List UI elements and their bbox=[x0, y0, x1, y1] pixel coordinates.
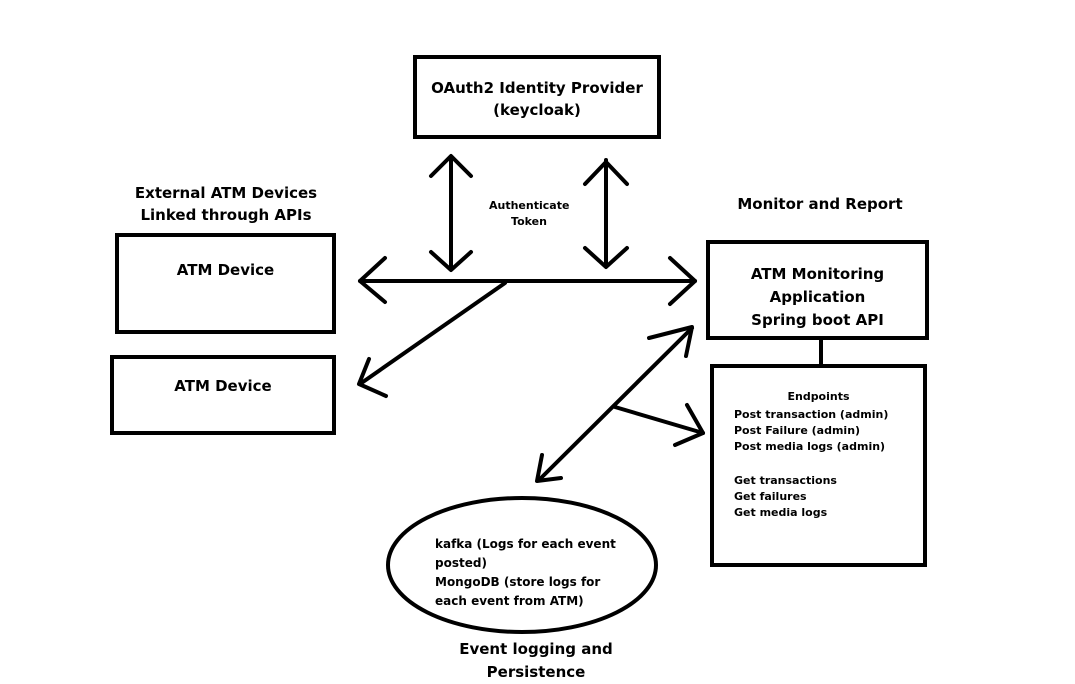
endpoints-title: Endpoints bbox=[787, 390, 850, 403]
monitoring-app-line2: Application bbox=[769, 288, 866, 306]
monitoring-app-line3: Spring boot API bbox=[751, 311, 884, 329]
authenticate-token-label: Authenticate Token bbox=[489, 198, 569, 230]
auth-arrow-right-head-bottom bbox=[583, 246, 629, 269]
bus-right-arrowhead bbox=[668, 256, 697, 306]
external-devices-heading: External ATM Devices Linked through APIs bbox=[121, 182, 331, 226]
atm-device-1-label: ATM Device bbox=[176, 261, 275, 279]
monitoring-app-line1: ATM Monitoring bbox=[750, 265, 885, 283]
kafka-line1: kafka (Logs for each event bbox=[435, 537, 616, 551]
auth-arrow-left-head-top bbox=[429, 154, 473, 178]
kafka-line2: posted) bbox=[435, 556, 487, 570]
external-heading-line2: Linked through APIs bbox=[140, 206, 312, 224]
mongo-line2: each event from ATM) bbox=[435, 594, 584, 608]
mongo-line1: MongoDB (store logs for bbox=[435, 575, 601, 589]
bus-to-device2-arrow bbox=[358, 281, 507, 386]
endpoint-post-failure: Post Failure (admin) bbox=[734, 424, 861, 437]
storage-ellipse bbox=[386, 496, 658, 634]
storage-caption-line1: Event logging and bbox=[459, 640, 613, 658]
atm-device-box-1: ATM Device bbox=[115, 233, 336, 334]
bus-left-arrowhead bbox=[358, 256, 387, 304]
idp-subtitle: (keycloak) bbox=[493, 101, 581, 119]
idp-title: OAuth2 Identity Provider bbox=[431, 79, 643, 97]
endpoint-get-failures: Get failures bbox=[734, 490, 807, 503]
monitor-report-heading: Monitor and Report bbox=[737, 195, 903, 213]
storage-app-arrow bbox=[537, 326, 694, 482]
endpoint-get-transactions: Get transactions bbox=[734, 474, 837, 487]
endpoints-post-list: Post transaction (admin) Post Failure (a… bbox=[734, 407, 888, 455]
identity-provider-box: OAuth2 Identity Provider (keycloak) bbox=[413, 55, 661, 139]
endpoint-post-transaction: Post transaction (admin) bbox=[734, 408, 889, 421]
auth-label-line1: Authenticate bbox=[489, 199, 570, 212]
atm-device-2-label: ATM Device bbox=[174, 377, 272, 395]
storage-app-arrowhead-top bbox=[647, 325, 694, 358]
external-heading-line1: External ATM Devices bbox=[134, 184, 318, 202]
endpoints-box: Endpoints Post transaction (admin) Post … bbox=[710, 364, 927, 567]
storage-text: kafka (Logs for each event posted) Mongo… bbox=[435, 535, 616, 611]
bus-to-device2-arrowhead bbox=[357, 357, 388, 398]
endpoints-get-list: Get transactions Get failures Get media … bbox=[734, 473, 837, 521]
storage-app-arrowhead-bottom bbox=[535, 453, 563, 483]
branch-to-endpoints-arrow bbox=[613, 405, 705, 435]
atm-device-box-2: ATM Device bbox=[110, 355, 336, 435]
endpoint-get-media-logs: Get media logs bbox=[734, 506, 828, 519]
storage-caption: Event logging and Persistence bbox=[446, 638, 626, 684]
monitoring-app-label: ATM Monitoring Application Spring boot A… bbox=[710, 263, 925, 332]
storage-caption-line2: Persistence bbox=[486, 663, 586, 681]
branch-to-endpoints-arrowhead bbox=[673, 403, 705, 447]
auth-arrow-right-head-top bbox=[583, 160, 629, 186]
auth-label-line2: Token bbox=[511, 215, 547, 228]
endpoint-post-media-logs: Post media logs (admin) bbox=[734, 440, 886, 453]
auth-arrow-left-head-bottom bbox=[429, 250, 473, 272]
identity-provider-label: OAuth2 Identity Provider (keycloak) bbox=[417, 77, 657, 121]
monitoring-app-box: ATM Monitoring Application Spring boot A… bbox=[706, 240, 929, 340]
